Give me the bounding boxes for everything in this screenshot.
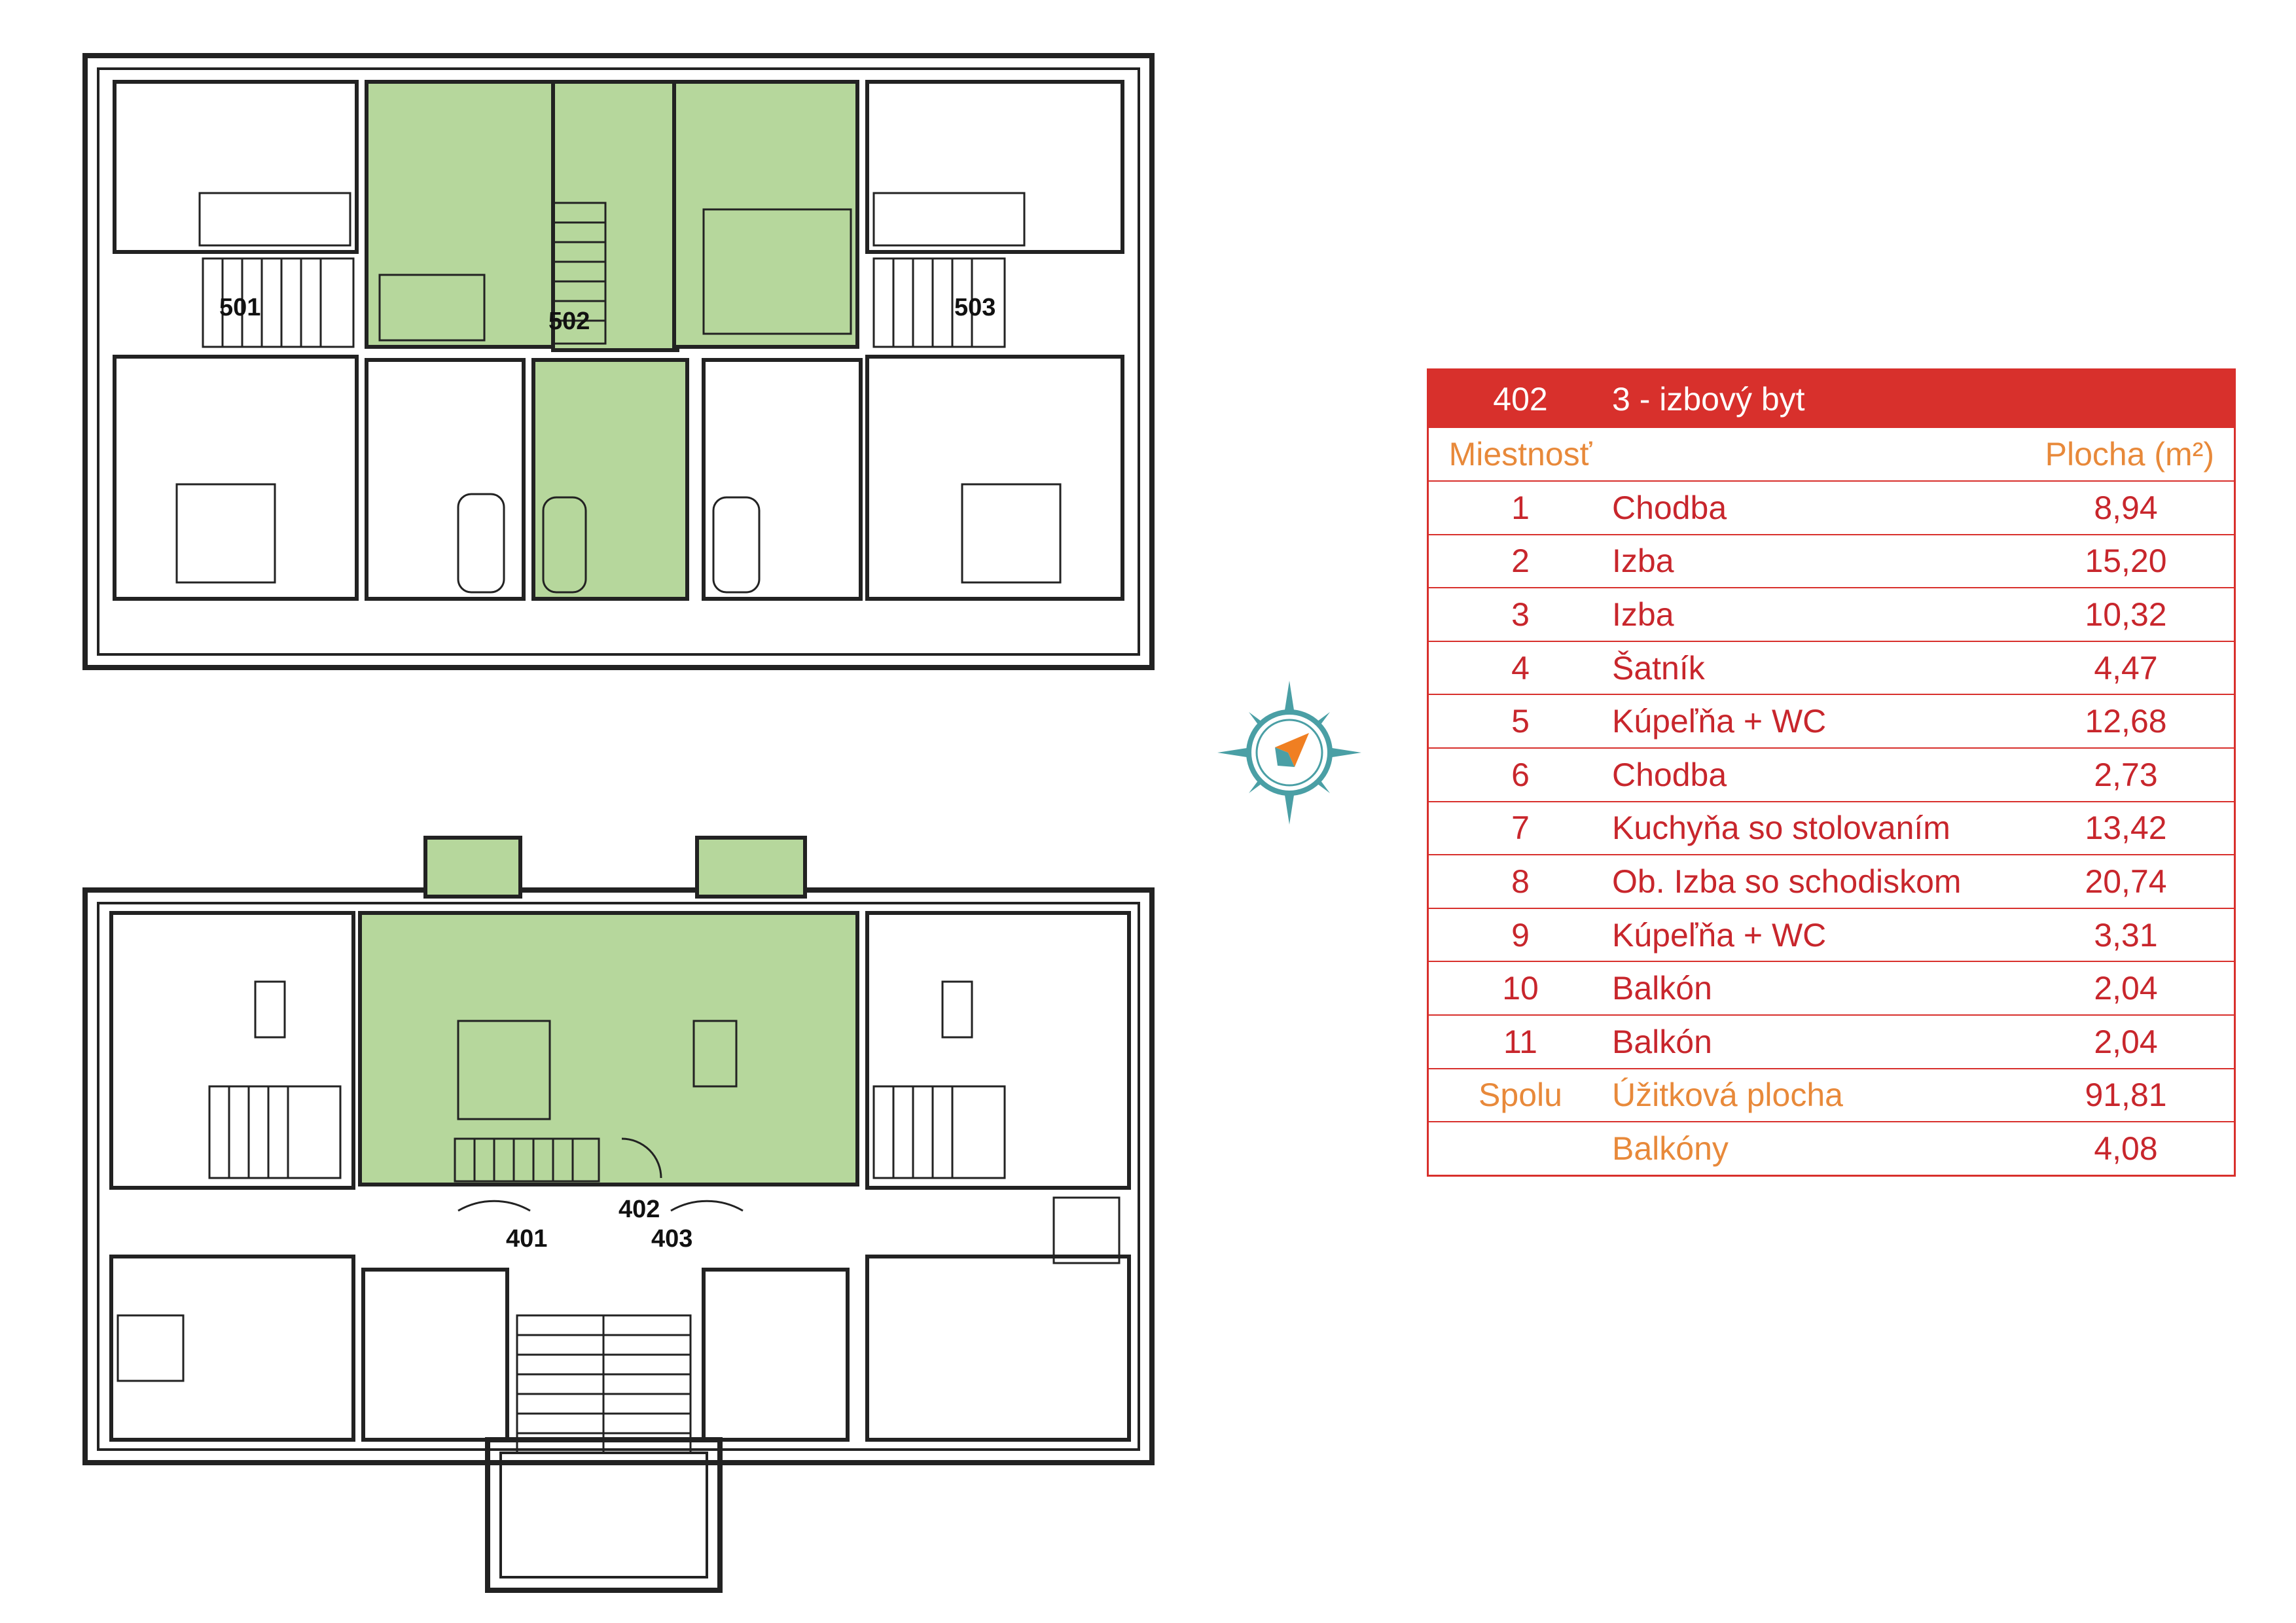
- room-name: Balkón: [1612, 970, 1712, 1007]
- room-num: 5: [1511, 703, 1530, 740]
- unit-label-503: 503: [954, 294, 996, 321]
- table-row: 10 Balkón 2,04: [1429, 961, 2234, 1014]
- table-row: 11 Balkón 2,04: [1429, 1014, 2234, 1068]
- room-num: 11: [1503, 1023, 1537, 1060]
- table-header: 402 3 - izbový byt: [1429, 370, 2234, 428]
- compass-icon: [1217, 681, 1361, 825]
- unit-label-401: 401: [506, 1225, 547, 1253]
- table-row: 9 Kúpeľňa + WC 3,31: [1429, 907, 2234, 961]
- room-name: Šatník: [1612, 649, 1705, 687]
- room-area: 15,20: [2085, 543, 2167, 580]
- unit-label-501: 501: [219, 294, 260, 321]
- total-name: Úžitková plocha: [1612, 1077, 1843, 1114]
- room-name: Chodba: [1612, 756, 1727, 793]
- total-label: Spolu: [1479, 1077, 1562, 1114]
- room-num: 2: [1511, 543, 1530, 580]
- room-num: 6: [1511, 756, 1530, 793]
- balcony-11: [695, 836, 807, 899]
- room-num: 10: [1502, 970, 1539, 1007]
- column-header-area: Plocha (m²): [2045, 436, 2214, 473]
- header-unit-type: 3 - izbový byt: [1612, 381, 1805, 418]
- table-row: 6 Chodba 2,73: [1429, 747, 2234, 801]
- room-area: 2,04: [2094, 970, 2158, 1007]
- balcony-total-name: Balkóny: [1612, 1130, 1729, 1167]
- table-row: 5 Kúpeľňa + WC 12,68: [1429, 694, 2234, 747]
- table-row: 3 Izba 10,32: [1429, 587, 2234, 641]
- room-name: Izba: [1612, 596, 1674, 633]
- room-name: Kúpeľňa + WC: [1612, 916, 1827, 954]
- room-num: 7: [1511, 810, 1530, 847]
- room-name: Izba: [1612, 543, 1674, 580]
- table-row: 4 Šatník 4,47: [1429, 640, 2234, 694]
- room-area: 2,73: [2094, 756, 2158, 793]
- room-name: Chodba: [1612, 489, 1727, 526]
- room-num: 3: [1511, 596, 1530, 633]
- upper-room-bath: [531, 358, 689, 601]
- room-area: 13,42: [2085, 810, 2167, 847]
- upper-room-3: [672, 80, 859, 349]
- unit-label-502: 502: [548, 308, 590, 335]
- table-row: 1 Chodba 8,94: [1429, 480, 2234, 534]
- total-row: Spolu Úžitková plocha 91,81: [1429, 1067, 2234, 1122]
- room-name: Ob. Izba so schodiskom: [1612, 863, 1962, 900]
- balcony-10: [423, 836, 522, 899]
- room-area: 2,04: [2094, 1023, 2158, 1060]
- room-num: 1: [1511, 489, 1530, 526]
- room-num: 8: [1511, 863, 1530, 900]
- lower-floor-plan: [82, 836, 1155, 1593]
- room-area: 20,74: [2085, 863, 2167, 900]
- apartment-info-table: 402 3 - izbový byt Miestnosť Plocha (m²)…: [1427, 368, 2236, 1177]
- table-column-headers: Miestnosť Plocha (m²): [1429, 428, 2234, 480]
- table-row: 2 Izba 15,20: [1429, 533, 2234, 588]
- total-area: 91,81: [2085, 1077, 2167, 1114]
- unit-label-402: 402: [619, 1196, 660, 1223]
- room-name: Kuchyňa so stolovaním: [1612, 810, 1950, 847]
- room-area: 10,32: [2085, 596, 2167, 633]
- room-num: 9: [1511, 916, 1530, 954]
- balcony-total-row: Balkóny 4,08: [1429, 1121, 2234, 1175]
- lower-living-area: [358, 911, 859, 1186]
- room-area: 12,68: [2085, 703, 2167, 740]
- balcony-total-area: 4,08: [2094, 1130, 2158, 1167]
- room-name: Balkón: [1612, 1023, 1712, 1060]
- table-row: 8 Ob. Izba so schodiskom 20,74: [1429, 854, 2234, 908]
- table-row: 7 Kuchyňa so stolovaním 13,42: [1429, 800, 2234, 855]
- upper-room-2: [365, 80, 565, 349]
- room-name: Kúpeľňa + WC: [1612, 703, 1827, 740]
- room-area: 3,31: [2094, 916, 2158, 954]
- header-unit-number: 402: [1493, 381, 1548, 418]
- column-header-room: Miestnosť: [1448, 436, 1592, 473]
- room-area: 8,94: [2094, 489, 2158, 526]
- room-area: 4,47: [2094, 649, 2158, 687]
- room-num: 4: [1511, 649, 1530, 687]
- unit-label-403: 403: [651, 1225, 692, 1253]
- upper-floor-plan: [82, 53, 1155, 670]
